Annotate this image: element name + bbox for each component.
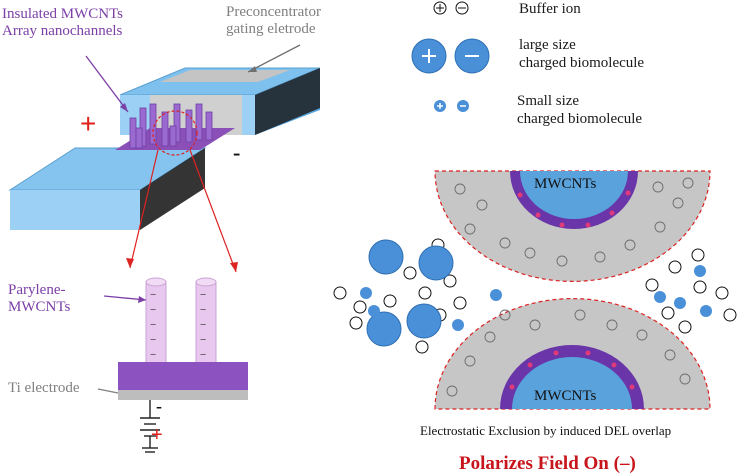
buffer-ions-outside [333,238,737,354]
zoom-arrow-right [189,149,237,273]
preconcentrator-pointer [247,44,301,73]
parylene-pillars [145,277,217,371]
diagram-caption: Electrostatic Exclusion by induced DEL o… [420,423,672,438]
ti-pointer [97,388,119,394]
legend-buffer-ion: Buffer ion [519,1,581,17]
preconcentrator-label: Preconcentrator gating eletrode [226,4,321,37]
battery-negative: - [156,396,162,416]
battery-positive: + [151,424,163,446]
positive-sign: + [80,108,97,139]
battery-icon [140,400,160,453]
buffer-ion-icon [433,1,469,15]
zoom-arrow-left [129,149,159,269]
legend-icons [411,1,490,112]
small-biomolecule-icon [434,100,469,112]
zoom-circle [152,110,198,156]
pillar-charges-left: −−−−− [150,289,157,361]
large-biomolecules [366,239,454,347]
mwcnts-bottom-label: MWCNTs [534,388,597,404]
mwcnts-top-label: MWCNTs [534,176,597,192]
front-block [8,147,207,230]
small-biomolecules [360,265,712,331]
pillar-charges-right: −−−−− [200,289,207,361]
parylene-label: Parylene- MWCNTs [8,282,71,315]
bottom-mwcnt-core [512,357,632,409]
ti-electrode-label: Ti electrode [8,380,80,396]
polarizes-title: Polarizes Field On (–) [459,453,636,474]
negative-sign: - [233,140,241,165]
del-overlap-diagram [333,170,737,410]
buffer-ions-inside [446,177,694,397]
insulated-pointer [85,55,129,113]
mwcnt-pillars [129,103,213,149]
surface-charges [509,190,635,390]
top-mwcnt-core [520,171,628,219]
insulated-label: Insulated MWCNTs Array nanochannels [2,6,124,39]
ti-electrode-base [118,362,248,400]
device-schematic [8,44,321,453]
large-biomolecule-icon [411,38,490,74]
